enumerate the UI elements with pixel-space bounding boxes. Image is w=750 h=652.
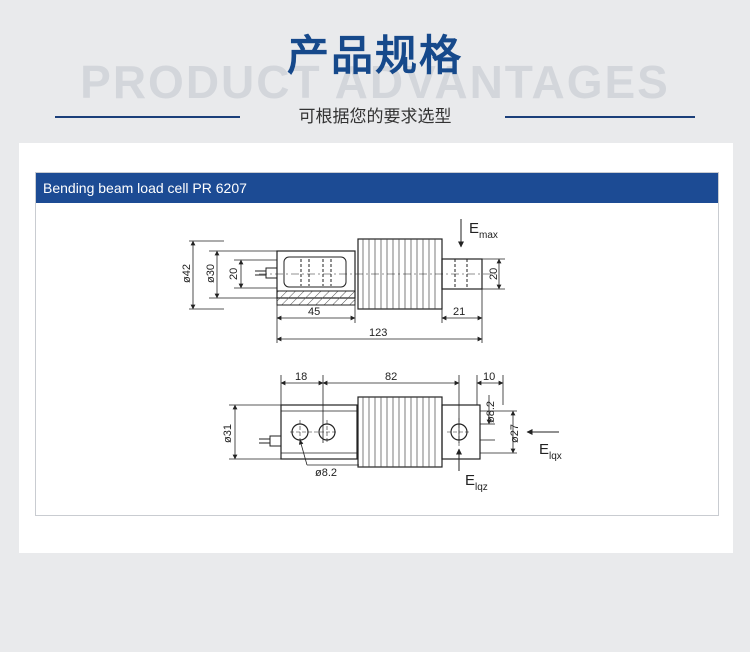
- dim-label-42: ø42: [181, 264, 193, 283]
- panel-title: Bending beam load cell PR 6207: [36, 173, 718, 203]
- page-header: PRODUCT ADVANTAGES 产品规格 可根据您的要求选型: [0, 0, 750, 140]
- page-subtitle: 可根据您的要求选型: [298, 107, 452, 127]
- force-elqx-letter: E: [539, 441, 549, 458]
- dim-label-21: 21: [453, 306, 465, 318]
- dim-label-123: 123: [369, 327, 387, 339]
- force-label-elqz: Elqz: [465, 472, 488, 493]
- drawing-panel: Bending beam load cell PR 6207: [35, 172, 719, 516]
- dim-label-82: 82: [385, 371, 397, 383]
- dim-label-20-left: 20: [228, 268, 240, 280]
- dim-label-18: 18: [295, 371, 307, 383]
- force-label-elqx: Elqx: [539, 441, 562, 462]
- force-elqz-sub: lqz: [475, 482, 488, 493]
- side-view: [189, 219, 505, 343]
- dim-label-8-2-bottom: ø8.2: [315, 467, 337, 479]
- technical-drawing: ø42 ø30 20 20 45 21 123 Emax: [181, 219, 562, 493]
- dim-label-27: ø27: [509, 424, 521, 443]
- dim-label-45: 45: [308, 306, 320, 318]
- dim-label-20-right: 20: [488, 268, 500, 280]
- dim-label-31: ø31: [222, 424, 234, 443]
- force-emax-letter: E: [469, 220, 479, 237]
- dim-label-8-2-right: ø8.2: [485, 401, 497, 423]
- top-view: [229, 375, 559, 471]
- top-view-labels: 18 82 10 ø31 ø8.2 ø27 ø8.2 Elqx Elqz: [222, 371, 562, 493]
- subtitle-rule-right: [505, 116, 695, 118]
- force-elqx-sub: lqx: [549, 451, 562, 462]
- dim-label-10: 10: [483, 371, 495, 383]
- force-emax-sub: max: [479, 230, 498, 241]
- dim-label-30: ø30: [205, 264, 217, 283]
- force-elqz-letter: E: [465, 472, 475, 489]
- force-label-emax: Emax: [469, 220, 498, 241]
- subtitle-rule-left: [55, 116, 240, 118]
- page-title: 产品规格: [286, 31, 463, 80]
- background-watermark-text: PRODUCT ADVANTAGES: [80, 56, 670, 108]
- side-view-labels: ø42 ø30 20 20 45 21 123 Emax: [181, 220, 500, 339]
- spec-card: Bending beam load cell PR 6207: [19, 143, 733, 553]
